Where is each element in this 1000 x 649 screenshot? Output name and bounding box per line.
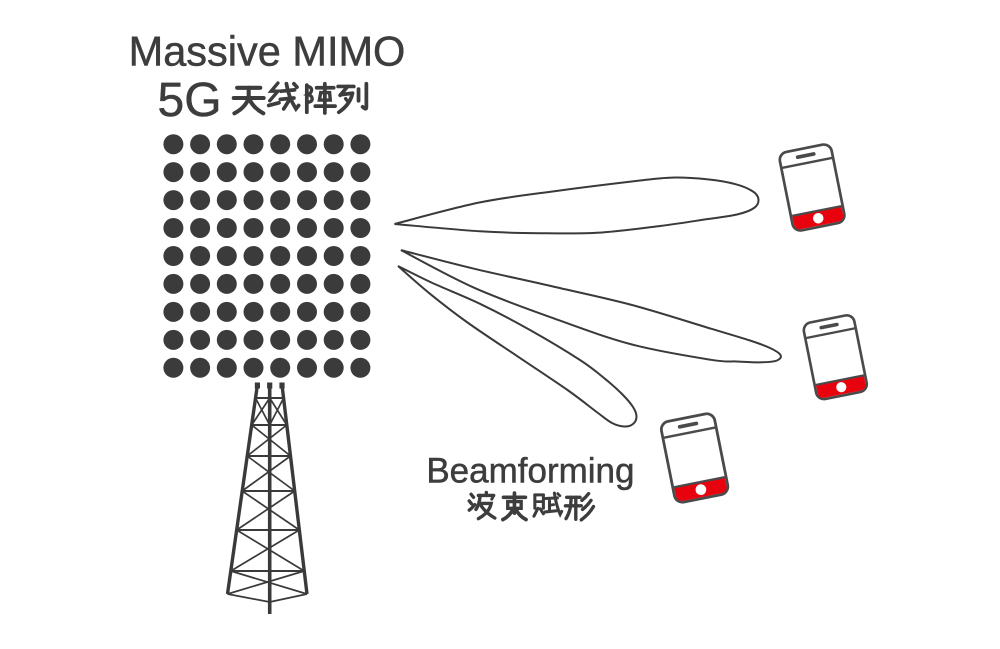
svg-text:5G: 5G [158,74,222,127]
svg-text:Beamforming: Beamforming [426,452,634,491]
svg-text:Massive MIMO: Massive MIMO [129,28,406,75]
